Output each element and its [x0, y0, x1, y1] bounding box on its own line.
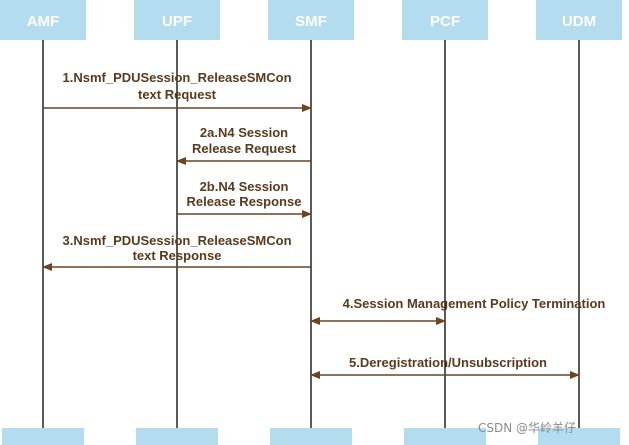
participant-footer-pcf [404, 428, 486, 445]
message-label-2-line-2: Release Request [192, 141, 297, 156]
participant-box-smf [268, 0, 354, 40]
participant-box-upf [134, 0, 220, 40]
watermark: CSDN @华岭羊仔 [478, 420, 576, 435]
message-label-6-line-1: 5.Deregistration/Unsubscription [349, 355, 547, 370]
message-5: 4.Session Management Policy Termination [310, 296, 606, 325]
participant-label-pcf: PCF [430, 13, 460, 30]
message-label-1-line-2: text Request [138, 87, 217, 102]
participant-label-smf: SMF [295, 13, 327, 30]
participant-footer-smf [270, 428, 352, 445]
message-label-5-line-1: 4.Session Management Policy Termination [343, 296, 606, 311]
message-label-3-line-2: Release Response [187, 194, 302, 209]
participant-label-amf: AMF [27, 13, 60, 30]
participant-box-amf [0, 0, 86, 40]
participant-footer-upf [136, 428, 218, 445]
participant-footer-amf [2, 428, 84, 445]
participant-box-udm [536, 0, 622, 40]
participant-upf: UPF [134, 0, 220, 40]
message-label-4-line-1: 3.Nsmf_PDUSession_ReleaseSMCon [62, 233, 291, 248]
message-6: 5.Deregistration/Unsubscription [310, 355, 580, 379]
participant-footer-udm [538, 428, 620, 445]
message-label-2-line-1: 2a.N4 Session [200, 125, 288, 140]
participant-amf: AMF [0, 0, 86, 40]
participant-smf: SMF [268, 0, 354, 40]
message-label-4-line-2: text Response [133, 248, 222, 263]
message-label-3-line-1: 2b.N4 Session [200, 179, 289, 194]
participant-label-upf: UPF [162, 13, 192, 30]
participant-headers: AMF UPF SMF PCF UDM [0, 0, 622, 40]
participant-label-udm: UDM [562, 13, 596, 30]
participant-pcf: PCF [402, 0, 488, 40]
participant-footers [2, 428, 620, 445]
message-label-1-line-1: 1.Nsmf_PDUSession_ReleaseSMCon [62, 70, 291, 85]
participant-udm: UDM [536, 0, 622, 40]
participant-box-pcf [402, 0, 488, 40]
